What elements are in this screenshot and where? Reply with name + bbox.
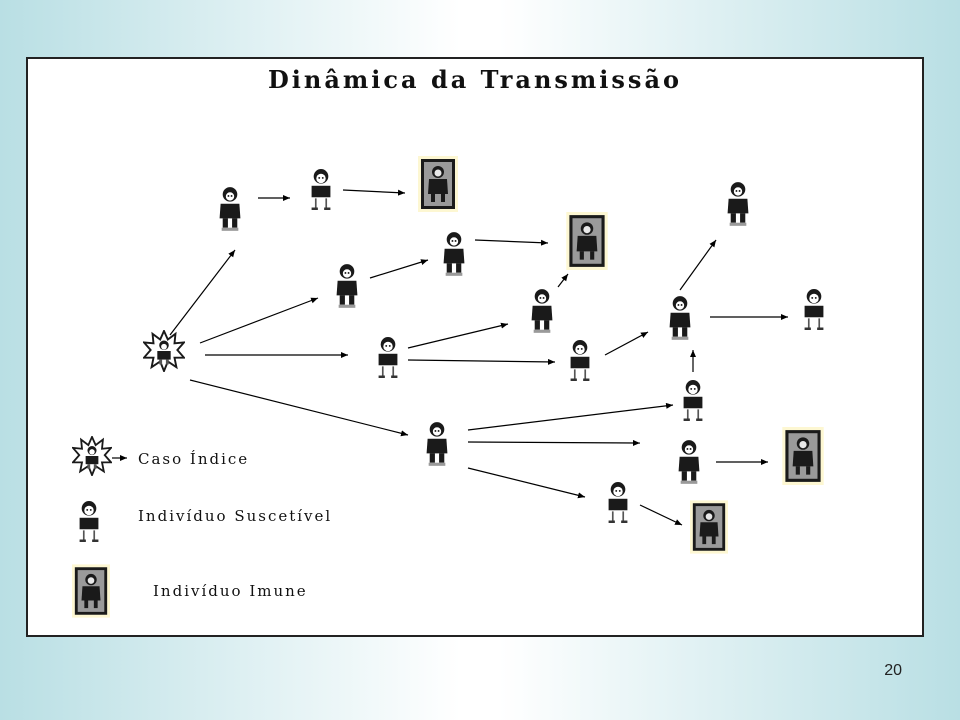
susceptible-person-icon: [803, 288, 825, 331]
infected-person-icon: [426, 422, 448, 466]
susceptible-person-icon: [569, 339, 591, 382]
immune-person-icon: [418, 156, 458, 212]
infected-person-icon: [727, 182, 749, 226]
infected-person-icon: [219, 187, 241, 231]
arrow: [467, 439, 641, 446]
arrow: [474, 239, 549, 246]
arrow: [169, 249, 236, 336]
arrow: [557, 273, 569, 288]
slide-title: Dinâmica da Transmissão: [267, 65, 682, 94]
legend-immune-label: Indivíduo Imune: [153, 582, 308, 600]
susceptible-person-icon: [682, 379, 704, 422]
infected-person-icon: [336, 264, 358, 308]
infected-person-icon: [678, 440, 700, 484]
arrow: [369, 259, 429, 279]
susceptible-person-icon: [377, 336, 399, 379]
arrow: [604, 331, 649, 356]
immune-person-icon: [690, 500, 728, 554]
legend-susceptible-icon: [78, 500, 100, 543]
arrows: [112, 189, 788, 526]
arrow: [189, 379, 409, 437]
infected-person-icon: [531, 289, 553, 333]
legend-index-case-label: Caso Índice: [138, 450, 250, 468]
arrow: [467, 467, 586, 499]
legend-immune-icon: [72, 564, 110, 618]
arrow: [639, 504, 683, 526]
arrow: [199, 297, 319, 344]
legend-index-case-icon: [72, 436, 112, 476]
immune-person-icon: [566, 212, 608, 270]
index-case-icon: [143, 330, 185, 372]
arrow: [679, 239, 717, 291]
immune-person-icon: [782, 427, 824, 485]
legend-susceptible-label: Indivíduo Suscetível: [138, 507, 333, 525]
infected-person-icon: [443, 232, 465, 276]
arrow: [407, 322, 509, 349]
page-number: 20: [884, 662, 902, 679]
susceptible-person-icon: [310, 168, 332, 211]
arrow: [467, 402, 674, 431]
susceptible-person-icon: [607, 481, 629, 524]
arrow: [407, 358, 556, 365]
infected-person-icon: [669, 296, 691, 340]
arrow: [342, 189, 406, 196]
